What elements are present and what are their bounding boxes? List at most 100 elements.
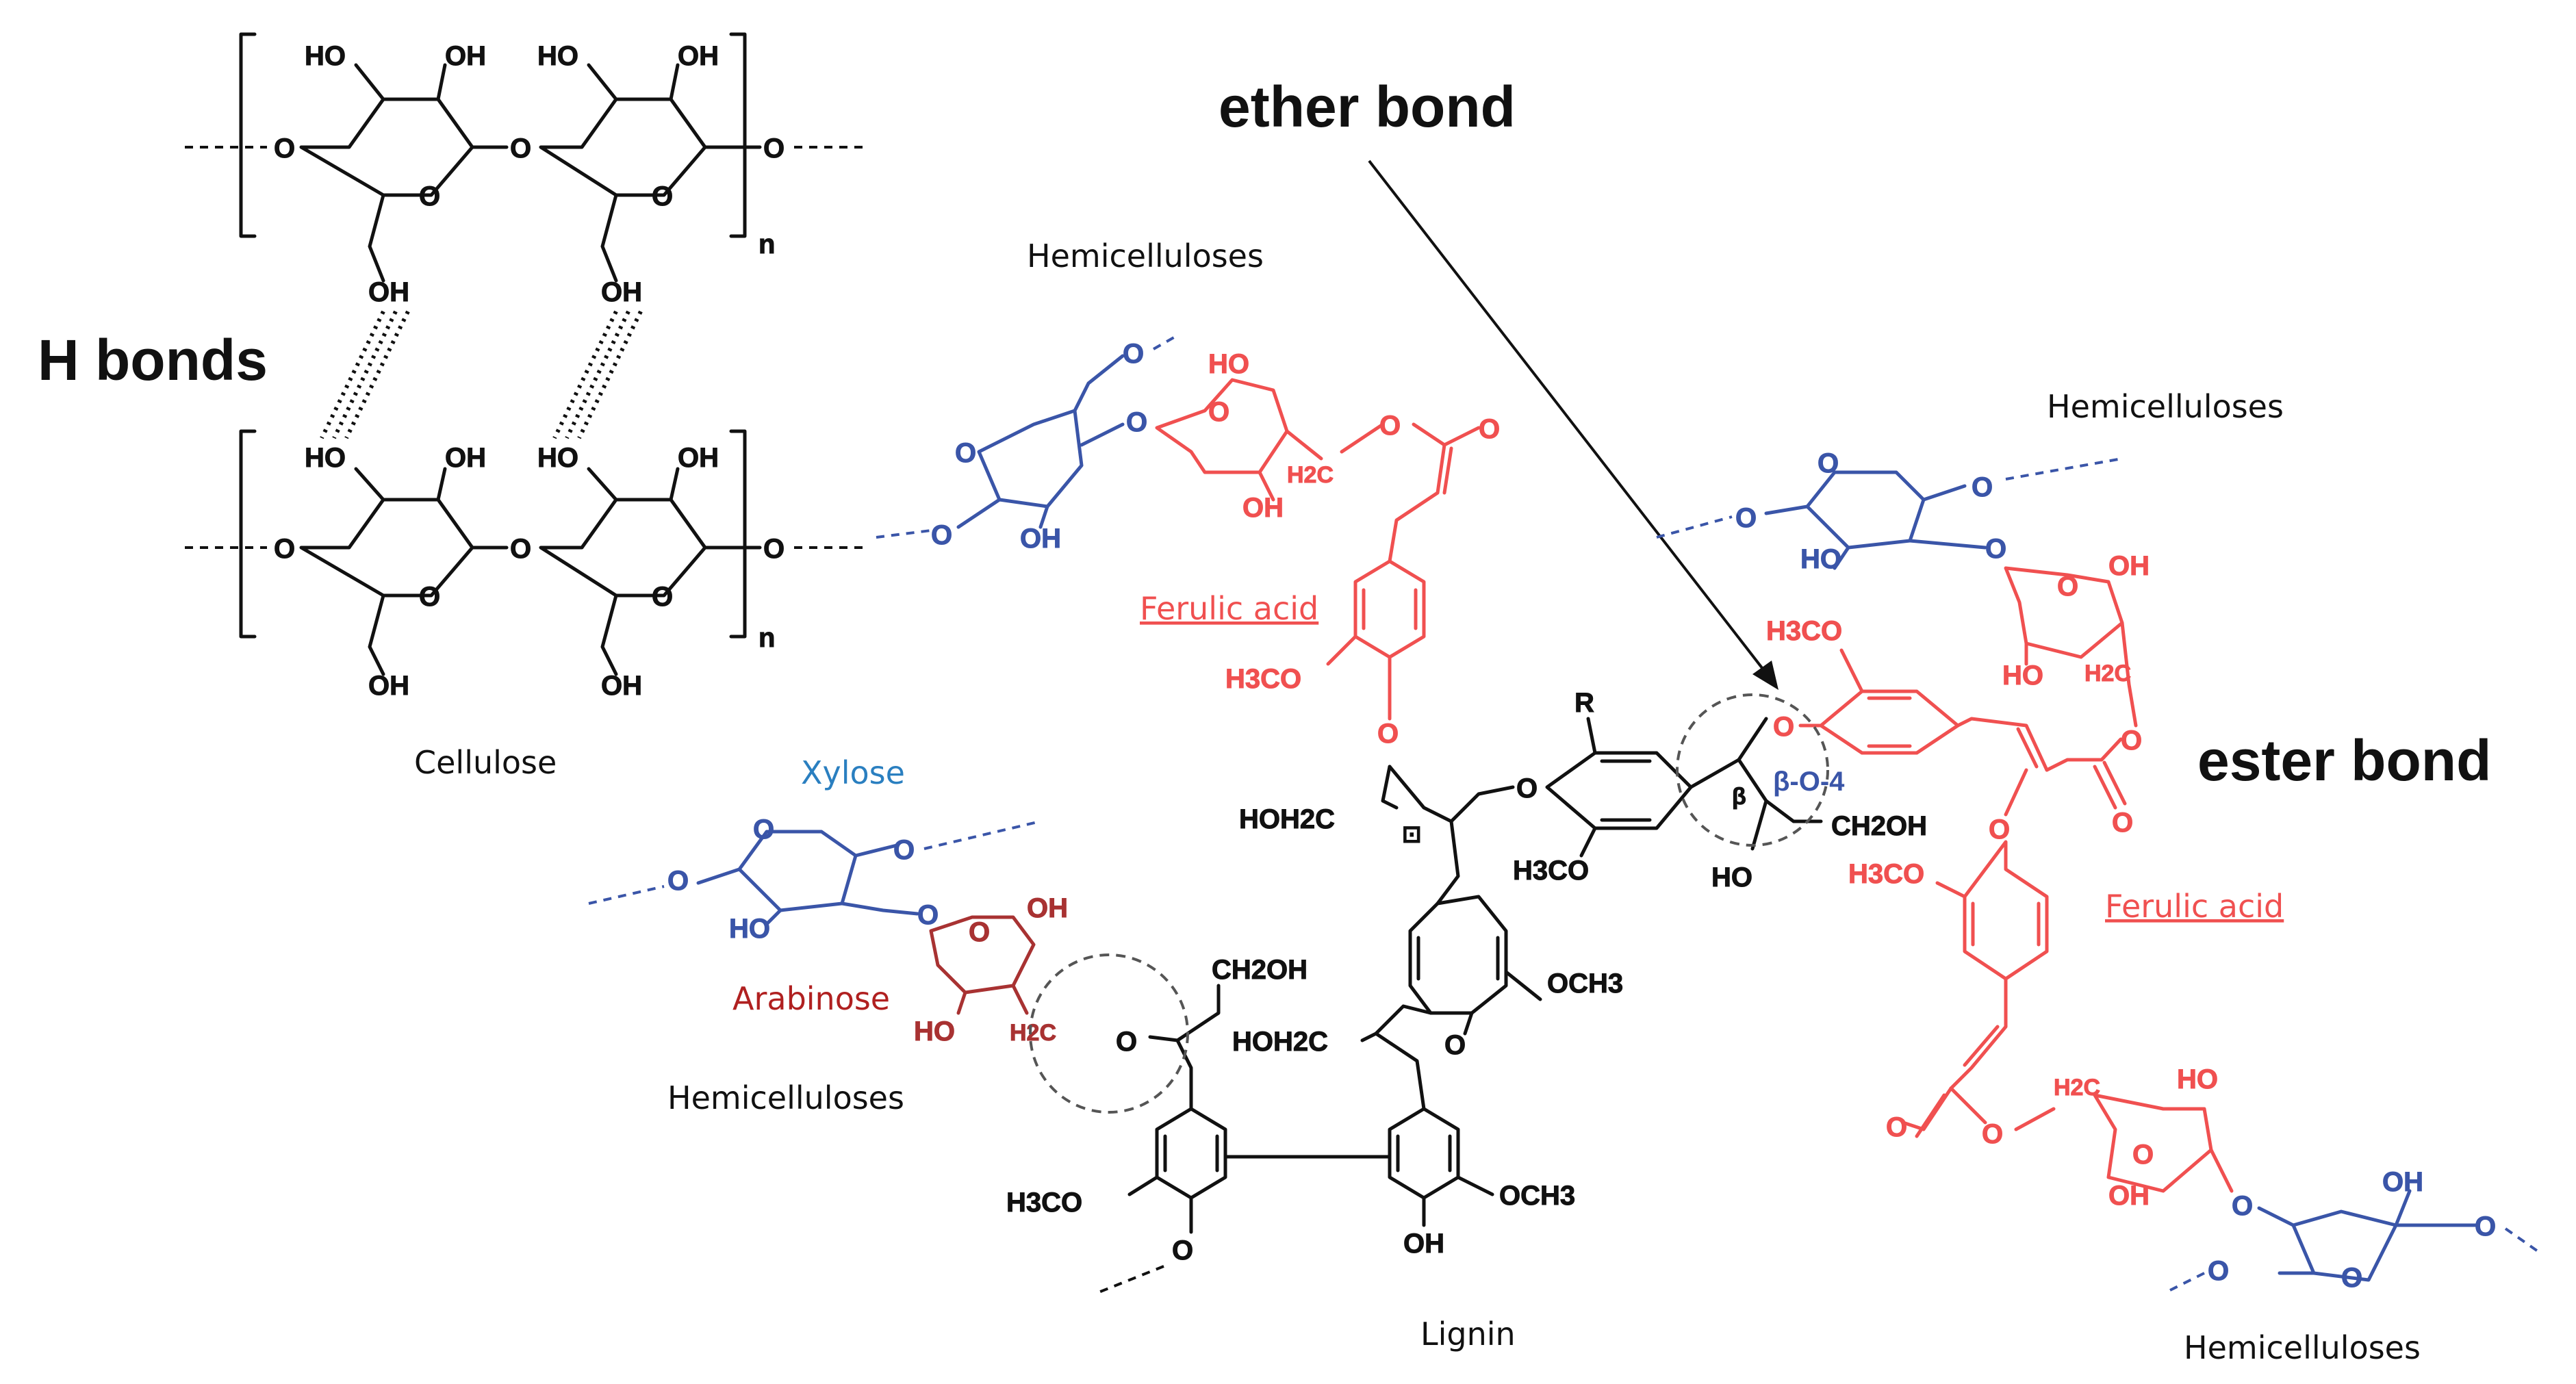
cellulose-oh-ch2: OH bbox=[368, 671, 409, 701]
cellulose-ho: HO bbox=[537, 41, 578, 71]
svg-text:OCH3: OCH3 bbox=[1547, 969, 1623, 999]
svg-text:O: O bbox=[2232, 1191, 2253, 1221]
cellulose-ho: HO bbox=[305, 443, 346, 473]
svg-text:OH: OH bbox=[1020, 524, 1061, 554]
ether-bond-arrow bbox=[1368, 159, 1778, 690]
svg-text:O: O bbox=[1818, 448, 1839, 478]
svg-text:R: R bbox=[1574, 688, 1594, 718]
svg-text:OCH3: OCH3 bbox=[1499, 1181, 1575, 1211]
svg-text:O: O bbox=[1516, 773, 1538, 804]
hemicelluloses-label-right: Hemicelluloses bbox=[2047, 388, 2284, 425]
svg-text:O: O bbox=[2132, 1140, 2154, 1170]
beta-o-4-highlight-circle bbox=[1676, 693, 1829, 847]
ring-o: O bbox=[419, 582, 440, 612]
svg-text:O: O bbox=[1444, 1030, 1466, 1060]
xylose-unit-left: O O HO O O bbox=[588, 815, 1041, 945]
svg-text:HO: HO bbox=[729, 914, 770, 944]
arabinose-ferulate-right: O OH HO H2C O O O H3CO O H3CO O O bbox=[1766, 551, 2234, 1212]
svg-text:O: O bbox=[1989, 815, 2010, 845]
svg-text:O: O bbox=[667, 866, 689, 896]
svg-text:O: O bbox=[893, 835, 915, 865]
ferulic-acid-label-right: Ferulic acid bbox=[2105, 888, 2284, 925]
svg-text:O: O bbox=[2112, 808, 2133, 838]
svg-text:HOH2C: HOH2C bbox=[1239, 804, 1335, 834]
svg-text:OH: OH bbox=[1403, 1229, 1444, 1259]
glycosidic-o: O bbox=[510, 534, 531, 564]
svg-text:OH: OH bbox=[2108, 551, 2150, 581]
svg-text:H3CO: H3CO bbox=[1513, 856, 1589, 886]
svg-text:O: O bbox=[931, 520, 952, 550]
ring-o: O bbox=[652, 582, 673, 612]
svg-text:O: O bbox=[1479, 414, 1500, 444]
svg-text:O: O bbox=[955, 438, 976, 468]
hemicelluloses-label-left: Hemicelluloses bbox=[667, 1079, 904, 1116]
arabinose-ferulate-top: HO O OH H2C O O H3CO O bbox=[1155, 349, 1501, 749]
svg-text:O: O bbox=[1379, 411, 1401, 441]
svg-text:OH: OH bbox=[1242, 493, 1284, 523]
cellulose-oh: OH bbox=[678, 41, 719, 71]
svg-text:O: O bbox=[1982, 1119, 2003, 1149]
svg-text:HO: HO bbox=[1208, 349, 1249, 379]
alpha-carbon-marker: ⊡ bbox=[1402, 821, 1422, 847]
svg-text:O: O bbox=[1886, 1112, 1907, 1142]
cellulose-ho: HO bbox=[537, 443, 578, 473]
svg-text:O: O bbox=[1972, 472, 1993, 502]
cellulose-oh-ch2: OH bbox=[601, 671, 642, 701]
svg-text:O: O bbox=[1985, 534, 2006, 564]
glycosidic-o: O bbox=[510, 133, 531, 164]
cellulose-oh: OH bbox=[445, 443, 486, 473]
svg-text:O: O bbox=[1116, 1027, 1137, 1057]
svg-text:CH2OH: CH2OH bbox=[1831, 811, 1927, 841]
svg-text:OH: OH bbox=[1027, 893, 1068, 923]
xylose-label: Xylose bbox=[801, 754, 905, 791]
svg-text:O: O bbox=[2057, 572, 2078, 602]
svg-text:H3CO: H3CO bbox=[1006, 1188, 1082, 1218]
cellulose-chain-upper: O HO OH O OH O HO OH O OH O n bbox=[185, 32, 863, 308]
svg-text:H2C: H2C bbox=[1010, 1020, 1056, 1046]
svg-text:HOH2C: HOH2C bbox=[1232, 1027, 1328, 1057]
cellulose-oh-ch2: OH bbox=[601, 277, 642, 307]
ring-o: O bbox=[652, 181, 673, 212]
svg-text:O: O bbox=[2208, 1256, 2229, 1286]
svg-text:CH2OH: CH2OH bbox=[1212, 955, 1308, 985]
svg-text:H3CO: H3CO bbox=[1766, 616, 1842, 646]
svg-text:O: O bbox=[753, 815, 774, 845]
xylose-unit-top: O O O OH O bbox=[876, 334, 1178, 554]
arabinose-unit-left: O OH HO H2C bbox=[914, 893, 1069, 1047]
svg-text:O: O bbox=[917, 900, 939, 930]
hemicelluloses-label-bottom-right: Hemicelluloses bbox=[2184, 1329, 2421, 1366]
svg-text:O: O bbox=[1377, 719, 1399, 749]
lignin-label: Lignin bbox=[1420, 1316, 1516, 1353]
repeat-n-lower: n bbox=[758, 623, 775, 653]
svg-text:H3CO: H3CO bbox=[1848, 859, 1924, 889]
ether-bond-label: ether bond bbox=[1219, 75, 1516, 139]
svg-text:OH: OH bbox=[2382, 1167, 2423, 1197]
ether-linkage-highlight-circle bbox=[1029, 953, 1189, 1114]
svg-text:HO: HO bbox=[2002, 661, 2043, 691]
svg-text:O: O bbox=[2475, 1212, 2496, 1242]
svg-text:OH: OH bbox=[2108, 1181, 2150, 1211]
xylose-unit-bottom-right: O O OH O O bbox=[2169, 1167, 2541, 1294]
cellulose-label: Cellulose bbox=[414, 744, 557, 781]
ferulic-acid-label-top: Ferulic acid bbox=[1140, 590, 1318, 627]
svg-text:HO: HO bbox=[1711, 862, 1752, 893]
svg-text:O: O bbox=[1126, 407, 1147, 437]
svg-text:HO: HO bbox=[914, 1016, 955, 1047]
svg-text:HO: HO bbox=[2177, 1064, 2218, 1094]
cellulose-oh: OH bbox=[678, 443, 719, 473]
svg-text:H2C: H2C bbox=[2084, 661, 2131, 687]
cellulose-o-right: O bbox=[763, 534, 785, 564]
ring-o: O bbox=[419, 181, 440, 212]
cellulose-o-left: O bbox=[274, 534, 295, 564]
ester-bond-label: ester bond bbox=[2197, 728, 2491, 793]
cellulose-o-right: O bbox=[763, 133, 785, 164]
cellulose-o-left: O bbox=[274, 133, 295, 164]
beta-o-4-label: β-O-4 bbox=[1773, 767, 1845, 797]
repeat-n-upper: n bbox=[758, 229, 775, 259]
arabinose-label: Arabinose bbox=[732, 980, 890, 1017]
lignin-core: HOH2C ⊡ O R H3CO β HO CH2OH OCH3 O HOH2C… bbox=[1006, 688, 1928, 1295]
cellulose-oh: OH bbox=[445, 41, 486, 71]
svg-text:β: β bbox=[1732, 784, 1746, 810]
cellulose-oh-ch2: OH bbox=[368, 277, 409, 307]
